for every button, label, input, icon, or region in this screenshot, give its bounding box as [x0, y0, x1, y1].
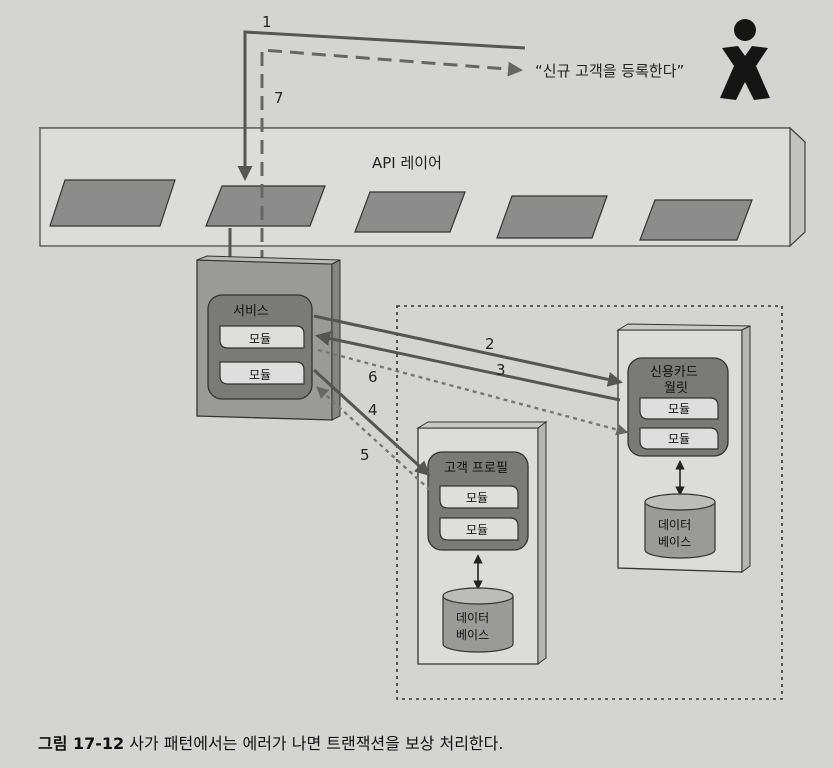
arrow-step-6: [317, 348, 629, 436]
customer-profile-module-1: [439, 485, 519, 509]
step-label-7: 7: [274, 89, 284, 107]
request-quote: “신규 고객을 등록한다”: [535, 62, 684, 80]
api-endpoint-2: [205, 185, 326, 227]
api-endpoints: [49, 179, 753, 241]
step-label-6: 6: [368, 368, 378, 386]
customer-profile-db-label-2: 베이스: [456, 628, 489, 642]
api-endpoint-4: [496, 195, 608, 239]
service-module-2: [219, 361, 305, 385]
credit-wallet-module-2-label: 모듈: [668, 432, 690, 446]
step-label-4: 4: [368, 401, 378, 419]
user-icon: [720, 19, 770, 100]
arrow-step-4: [312, 368, 431, 477]
saga-flow-arrows: [312, 314, 629, 491]
customer-profile-title: 고객 프로필: [444, 461, 508, 476]
arrow-step-7: [260, 48, 523, 308]
service-module-1: [219, 325, 305, 349]
figure-caption: 그림 17-12 사가 패턴에서는 에러가 나면 트랜잭션을 보상 처리한다.: [38, 730, 503, 754]
saga-boundary: [396, 305, 783, 700]
customer-profile-module-2: [439, 517, 519, 541]
step-label-2: 2: [485, 335, 495, 353]
step-label-5: 5: [360, 446, 370, 464]
arrow-step-3: [315, 331, 621, 402]
credit-wallet-box: 신용카드 월릿 모듈 모듈 데이터 베이스: [616, 323, 751, 573]
customer-profile-database-icon: [442, 587, 514, 653]
api-endpoint-1: [49, 179, 176, 227]
api-layer-label: API 레이어: [372, 154, 442, 172]
credit-wallet-db-label-1: 데이터: [658, 518, 691, 532]
api-endpoint-5: [639, 199, 753, 241]
customer-profile-box: 고객 프로필 모듈 모듈 데이터 베이스: [416, 421, 548, 665]
figure-caption-label: 그림 17-12: [38, 734, 125, 753]
arrow-step-1: [237, 30, 526, 181]
service-title: 서비스: [233, 304, 269, 319]
credit-wallet-module-2: [639, 427, 719, 450]
credit-wallet-db-label-2: 베이스: [658, 535, 691, 549]
step-label-1: 1: [262, 13, 272, 31]
api-endpoint-3: [354, 191, 466, 233]
figure-caption-text: 사가 패턴에서는 에러가 나면 트랜잭션을 보상 처리한다.: [124, 734, 504, 753]
credit-wallet-database-icon: [644, 493, 716, 559]
arrow-step-5: [316, 386, 431, 491]
arrow-step-2: [313, 314, 623, 387]
service-module-1-label: 모듈: [249, 332, 271, 346]
service-module-2-label: 모듈: [249, 368, 271, 382]
credit-wallet-title-2: 월릿: [664, 381, 688, 396]
customer-profile-module-2-label: 모듈: [466, 523, 488, 537]
credit-wallet-module-1: [639, 397, 719, 420]
service-box: 서비스 모듈 모듈: [196, 255, 341, 421]
credit-wallet-title-1: 신용카드: [650, 365, 698, 380]
customer-profile-module-1-label: 모듈: [466, 491, 488, 505]
credit-wallet-module-1-label: 모듈: [668, 402, 690, 416]
customer-profile-db-label-1: 데이터: [456, 611, 489, 625]
step-label-3: 3: [496, 361, 506, 379]
